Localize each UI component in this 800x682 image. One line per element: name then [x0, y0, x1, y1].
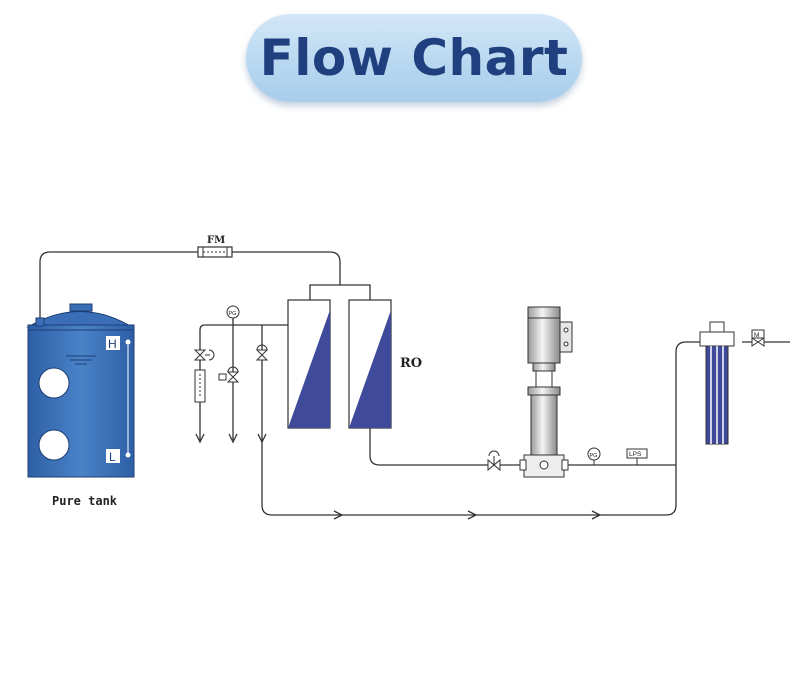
ro-label: RO	[400, 356, 422, 371]
bypass-loop-pipe	[261, 341, 700, 516]
sampling-header-pipe	[199, 324, 288, 340]
ro-top-pipe	[309, 284, 371, 300]
pure-tank: H L	[26, 303, 135, 478]
flow-meter-label: FM	[207, 235, 225, 246]
flow-meter: FM	[197, 235, 233, 258]
pure-tank-label: Pure tank	[52, 494, 118, 508]
pump-inlet-valve	[487, 450, 501, 472]
level-low-label: L	[109, 450, 116, 464]
level-high-label: H	[108, 337, 117, 351]
outlet-instruments: PG LPS	[587, 447, 648, 465]
pipe-network	[39, 251, 790, 516]
permeate-return-pipe	[39, 251, 341, 322]
title-banner: Flow Chart	[246, 14, 582, 102]
pg-gauge-label-left: PG	[229, 311, 237, 317]
pg-gauge-label-outlet: PG	[590, 453, 598, 459]
inlet-meter-label: M	[754, 332, 759, 339]
flow-arrows	[195, 433, 602, 520]
cartridge-filter	[699, 321, 735, 445]
inlet-meter: M	[751, 329, 765, 347]
multistage-pump	[519, 306, 573, 478]
ro-membranes: RO	[287, 299, 422, 429]
sampling-valves: PG	[193, 305, 269, 403]
page-title: Flow Chart	[259, 29, 569, 87]
lps-switch-label: LPS	[629, 451, 642, 458]
ro-outlet-pipe	[369, 428, 524, 466]
